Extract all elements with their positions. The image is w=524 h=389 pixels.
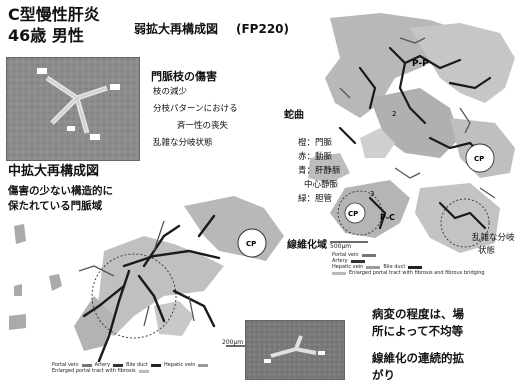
number-3: 3: [370, 190, 374, 198]
number-2: 2: [392, 110, 396, 118]
micrograph-bottom: [245, 320, 345, 380]
color-key-central: 中心静脈: [304, 180, 338, 191]
legend-bottom-bile-swatch: [151, 364, 161, 367]
conclusion-line-2: 所によって不均等: [372, 323, 463, 339]
legend-bottom-hepatic-text: Hepatic vein: [164, 362, 195, 368]
legend-right-bile-swatch: [408, 266, 422, 269]
low-mag-title: 弱拡大再構成図: [134, 22, 218, 36]
pp-label: P-P: [412, 59, 429, 69]
conclusion-line-4: がり: [372, 367, 395, 383]
legend-right-artery-swatch: [351, 260, 365, 263]
portal-damage-heading: 門脈枝の傷害: [151, 68, 217, 84]
color-key-portal: 橙：門脈: [298, 138, 332, 149]
cp-label-right-1: CP: [474, 155, 484, 163]
conclusion-line-1: 病変の程度は、場: [372, 306, 464, 322]
legend-right-portal-swatch: [362, 254, 376, 257]
portal-damage-item-4: 乱雑な分岐状態: [153, 138, 213, 149]
portal-damage-item-3: 斉一性の喪失: [177, 121, 228, 132]
tortuous-label: 蛇曲: [284, 106, 304, 121]
irregular-branch-label-1: 乱雑な分岐: [472, 233, 515, 244]
case-title: C型慢性肝炎: [8, 6, 100, 24]
color-key-artery: 赤：動脈: [298, 152, 332, 163]
micrograph-top-left: [6, 57, 140, 161]
pc-label: P-C: [380, 213, 395, 222]
legend-bottom: Portal vein Artery Bile duct Hepatic vei…: [52, 362, 242, 374]
micrograph-top-left-image: [7, 58, 139, 160]
legend-right-enlarged-swatch: [332, 272, 346, 275]
legend-right-enlarged-text: Enlarged portal tract with fibrosis and …: [349, 270, 485, 276]
cp-label-mid: CP: [246, 240, 256, 248]
cp-label-right-2: CP: [348, 210, 358, 218]
legend-bottom-artery-swatch: [113, 364, 123, 367]
portal-damage-item-2: 分枝パターンにおける: [153, 104, 238, 115]
scale-label-right: 500μm: [330, 244, 351, 250]
color-key-hepatic: 青：肝静脈: [298, 166, 341, 177]
scale-label-mid: 200μm: [222, 340, 243, 346]
case-subtitle: 46歳 男性: [8, 27, 84, 45]
irregular-branch-label-2: 状態: [478, 246, 495, 257]
micrograph-bottom-image: [246, 321, 344, 379]
low-mag-code: (FP220): [236, 22, 289, 36]
legend-bottom-portal-swatch: [82, 364, 92, 367]
legend-right-hepatic-swatch: [366, 266, 380, 269]
portal-damage-item-1: 枝の減少: [153, 87, 187, 98]
legend-bottom-enlarged-text: Enlarged portal tract with fibrosis: [52, 368, 136, 374]
legend-bottom-enlarged-swatch: [139, 370, 149, 373]
conclusion-line-3: 線維化の連続的拡: [372, 350, 464, 366]
legend-bottom-hepatic-swatch: [198, 364, 208, 367]
mid-mag-title: 中拡大再構成図: [8, 165, 99, 179]
